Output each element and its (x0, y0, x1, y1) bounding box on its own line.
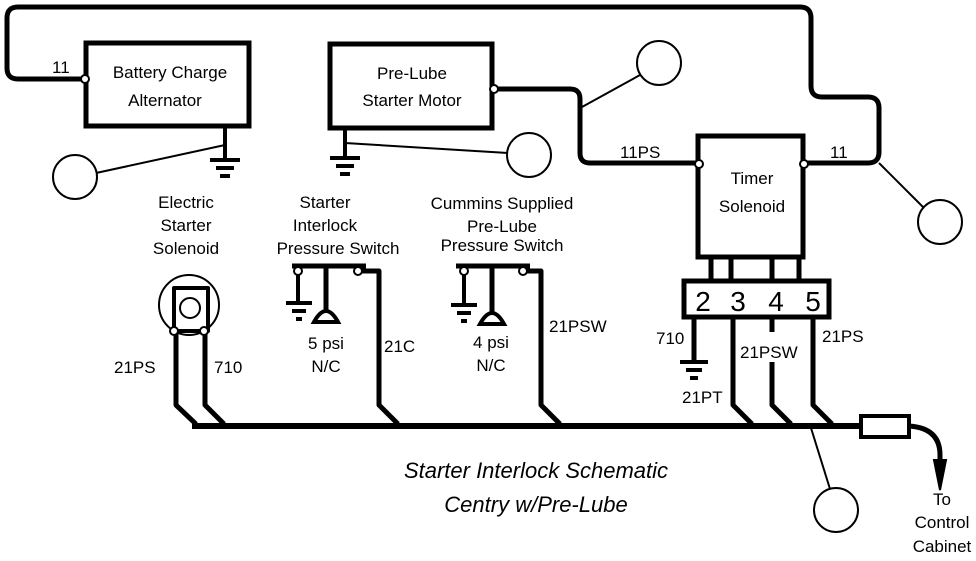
timer-label-line1: Timer (731, 169, 774, 188)
wire-label-21psw-tb: 21PSW (740, 343, 798, 362)
terminal-block: 2 3 4 5 (681, 278, 832, 320)
interlock-switch-label-line2: Interlock (293, 216, 358, 235)
wire-21ps-tb (810, 317, 834, 426)
prelube-switch-rating: 4 psi (473, 333, 509, 352)
callout-circle (52, 154, 98, 200)
prelube-starter-motor: Pre-Lube Starter Motor (327, 41, 499, 131)
timer-terminal-left (694, 159, 704, 169)
callout-circle (917, 199, 963, 245)
timer-terminal-right (799, 159, 809, 169)
schematic-title-line2: Centry w/Pre-Lube (444, 492, 627, 517)
terminal-2-ground-icon (680, 360, 708, 380)
prelube-switch-label-line3: Pressure Switch (441, 236, 564, 255)
terminal-2: 2 (695, 286, 711, 317)
wire-label-21ps-solenoid: 21PS (114, 358, 156, 377)
prelube-switch-type: N/C (476, 356, 505, 375)
prelube-motor-label-line1: Pre-Lube (377, 64, 447, 83)
terminal-4: 4 (768, 286, 784, 317)
wire-label-21pt: 21PT (682, 388, 723, 407)
battery-charge-alternator: Battery Charge Alternator (80, 40, 252, 129)
interlock-rating: 5 psi (308, 334, 344, 353)
timer-label-line2: Solenoid (719, 197, 785, 216)
wire-label-11-timer: 11 (830, 143, 848, 162)
prelube-motor-ground-icon (330, 128, 360, 176)
terminal-5: 5 (805, 286, 821, 317)
prelube-switch-label-line2: Pre-Lube (467, 217, 537, 236)
interlock-pressure-switch-icon (286, 263, 366, 324)
interlock-switch-label-line1: Starter (299, 193, 350, 212)
wire-to-control-cabinet (908, 423, 943, 470)
wire-11ps (494, 86, 698, 166)
wire-21psw-tb-lower (769, 362, 793, 426)
destination-line3: Cabinet (913, 537, 972, 556)
wire-21pt (730, 317, 754, 426)
timer-leads (708, 257, 802, 281)
starter-solenoid-label-line2: Starter (160, 216, 211, 235)
callout-circle (636, 40, 682, 86)
wire-21psw (527, 268, 562, 426)
timer-solenoid: Timer Solenoid (694, 133, 809, 260)
schematic-title-line1: Starter Interlock Schematic (404, 458, 668, 483)
interlock-type: N/C (311, 357, 340, 376)
alternator-terminal (80, 74, 90, 84)
alternator-label-line1: Battery Charge (113, 63, 227, 82)
wire-label-11-alternator: 11 (52, 58, 70, 77)
destination-line1: To (933, 490, 951, 509)
destination-line2: Control (915, 513, 970, 532)
prelube-pressure-switch-icon (451, 263, 530, 326)
prelube-switch-label-line1: Cummins Supplied (431, 194, 574, 213)
arrow-down-icon (932, 459, 948, 491)
alternator-label-line2: Alternator (128, 91, 202, 110)
wire-label-710-tb: 710 (656, 329, 684, 348)
wire-710-solenoid (202, 334, 226, 426)
wire-label-21ps-tb: 21PS (822, 327, 864, 346)
wire-11-loop (4, 4, 882, 166)
interlock-switch-label-line3: Pressure Switch (277, 239, 400, 258)
terminal-3: 3 (730, 286, 746, 317)
prelube-motor-label-line2: Starter Motor (362, 91, 462, 110)
starter-solenoid-label-line1: Electric (158, 193, 214, 212)
alternator-ground-icon (210, 126, 240, 178)
wire-label-21c: 21C (384, 337, 415, 356)
wire-21ps-solenoid (173, 334, 198, 426)
wire-label-11ps: 11PS (620, 143, 660, 162)
starter-solenoid-label-line3: Solenoid (153, 239, 219, 258)
callout-circle (813, 487, 859, 533)
starter-solenoid-icon (158, 274, 220, 336)
callout-circle (506, 132, 552, 178)
wire-label-21psw: 21PSW (549, 317, 607, 336)
harness-connector (859, 414, 911, 439)
wire-21c (362, 268, 400, 426)
wire-label-710-solenoid: 710 (214, 358, 242, 377)
prelube-motor-terminal (489, 84, 499, 94)
